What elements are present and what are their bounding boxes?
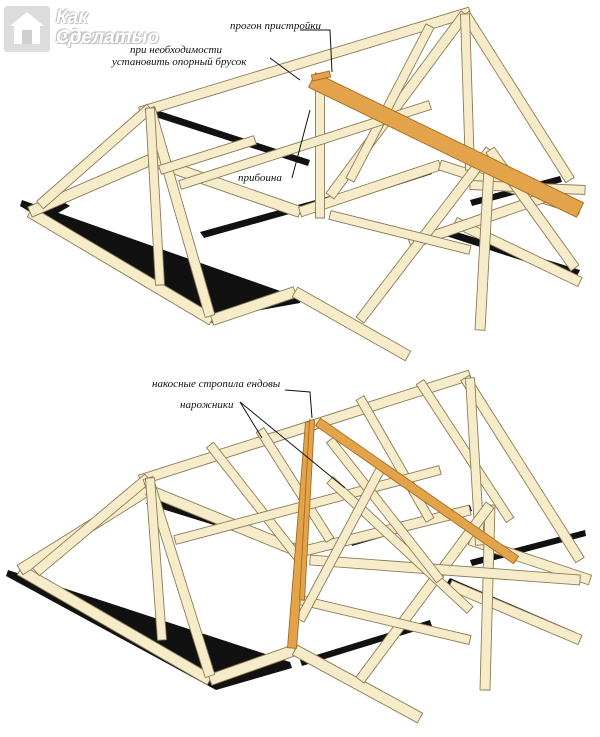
label-support-line1: при необходимости bbox=[130, 44, 222, 56]
extension-tie bbox=[328, 210, 472, 255]
b-jack-rafter-b bbox=[326, 436, 444, 584]
valley-rafter-right bbox=[314, 417, 520, 565]
logo-house-icon bbox=[4, 6, 50, 52]
sill-front-mid bbox=[209, 286, 298, 326]
label-jack-rafters: нарожники bbox=[180, 399, 234, 411]
post-left bbox=[145, 107, 165, 286]
rafter-left-end-a bbox=[36, 103, 154, 210]
shadow-top-back bbox=[146, 108, 310, 166]
leader-jack-a bbox=[239, 401, 263, 439]
support-block bbox=[310, 70, 332, 82]
sill-extension-left bbox=[291, 286, 412, 362]
logo-text-line2: Сделать bbox=[56, 27, 143, 48]
leader-nailed bbox=[291, 109, 311, 179]
leader-jack-b bbox=[239, 401, 346, 489]
post-mid bbox=[315, 79, 325, 219]
b-rafter-right bbox=[460, 374, 585, 564]
label-purlin: прогон пристройки bbox=[230, 20, 321, 32]
leader-purlin bbox=[300, 29, 333, 73]
b-extension-ridge bbox=[309, 554, 581, 586]
leader-valley bbox=[284, 389, 313, 419]
leader-support bbox=[269, 57, 301, 81]
valley-rafter-inner bbox=[299, 419, 315, 601]
label-support-line2: установить опорный брусок bbox=[112, 56, 247, 68]
b-rafter-1 bbox=[206, 441, 304, 564]
site-logo: Как правильно Сделать bbox=[4, 6, 194, 56]
b-rafter-left-end-b bbox=[142, 476, 216, 678]
collar-left bbox=[158, 135, 257, 175]
label-valley-rafters: накосные стропила ендовы bbox=[152, 378, 281, 390]
shadow-bottom-right2 bbox=[470, 530, 586, 566]
b-sill-extension-left bbox=[291, 644, 424, 724]
b-rafter-left-end-a bbox=[32, 473, 152, 577]
b-sill-extension-right bbox=[447, 579, 583, 646]
b-extension-post bbox=[479, 504, 496, 691]
sill-inner-cross bbox=[297, 159, 443, 218]
eave-beam bbox=[178, 100, 432, 190]
label-nailed-board: прибоина bbox=[238, 172, 282, 184]
logo-text-line1: Как правильно bbox=[56, 7, 160, 48]
rafter-right-b bbox=[460, 10, 575, 184]
b-post-left bbox=[145, 477, 167, 641]
